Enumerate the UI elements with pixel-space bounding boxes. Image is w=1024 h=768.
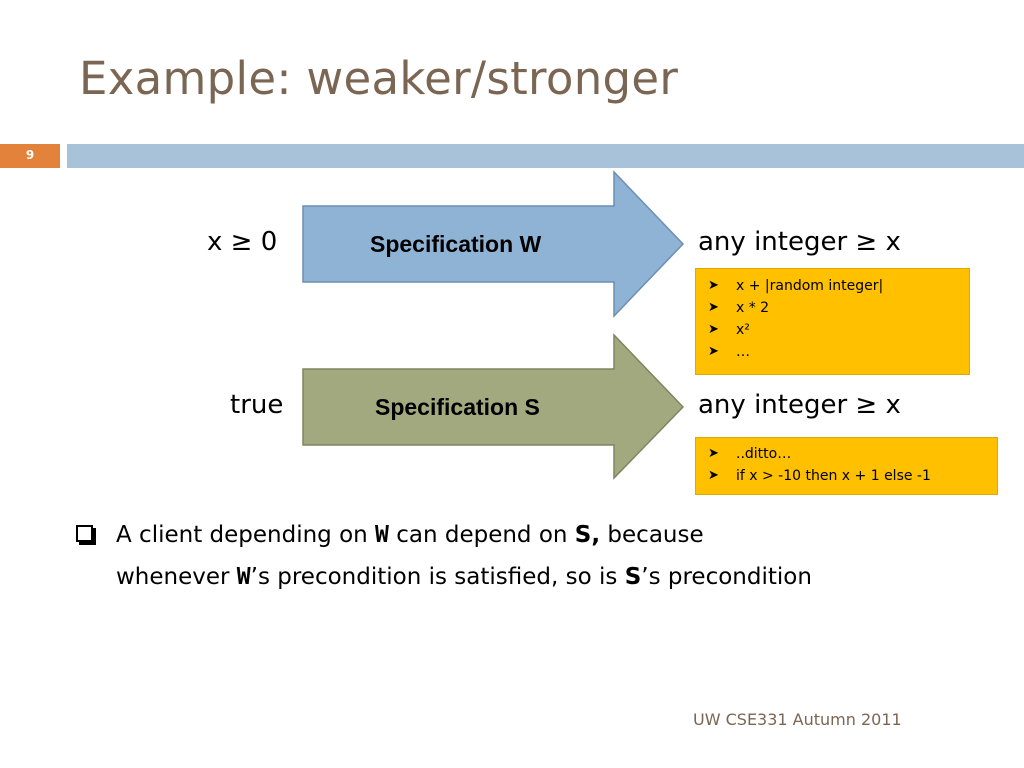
spec-w-examples-box: ➤x + |random integer| ➤x * 2 ➤x² ➤… [695, 268, 970, 375]
spec-w-arrow [302, 170, 685, 318]
arrowhead-bullet-icon: ➤ [708, 468, 719, 483]
spec-w-postcondition: any integer ≥ x [698, 227, 901, 257]
spec-s-precondition: true [230, 390, 284, 420]
spec-w-label: Specification W [370, 231, 542, 257]
bullet-line-2: whenever W’s precondition is satisfied, … [116, 564, 812, 590]
list-item: ➤..ditto… [696, 443, 997, 465]
slide-footer: UW CSE331 Autumn 2011 [693, 710, 902, 729]
arrowhead-bullet-icon: ➤ [708, 344, 719, 359]
slide-title: Example: weaker/stronger [79, 52, 679, 105]
slide-number: 9 [0, 144, 60, 168]
hollow-box-bullet-icon [76, 525, 93, 542]
bullet-line-1: A client depending on W can depend on S,… [116, 522, 704, 548]
arrowhead-bullet-icon: ➤ [708, 322, 719, 337]
list-item: ➤x * 2 [696, 297, 969, 319]
list-item: ➤if x > -10 then x + 1 else -1 [696, 465, 997, 487]
list-item: ➤… [696, 341, 969, 363]
accent-bar [67, 144, 1024, 168]
spec-s-examples-box: ➤..ditto… ➤if x > -10 then x + 1 else -1 [695, 437, 998, 495]
arrowhead-bullet-icon: ➤ [708, 278, 719, 293]
spec-s-label: Specification S [375, 394, 540, 420]
spec-s-arrow [302, 333, 685, 480]
list-item: ➤x² [696, 319, 969, 341]
spec-w-precondition: x ≥ 0 [207, 227, 278, 257]
list-item: ➤x + |random integer| [696, 275, 969, 297]
arrowhead-bullet-icon: ➤ [708, 300, 719, 315]
arrowhead-bullet-icon: ➤ [708, 446, 719, 461]
spec-s-postcondition: any integer ≥ x [698, 390, 901, 420]
